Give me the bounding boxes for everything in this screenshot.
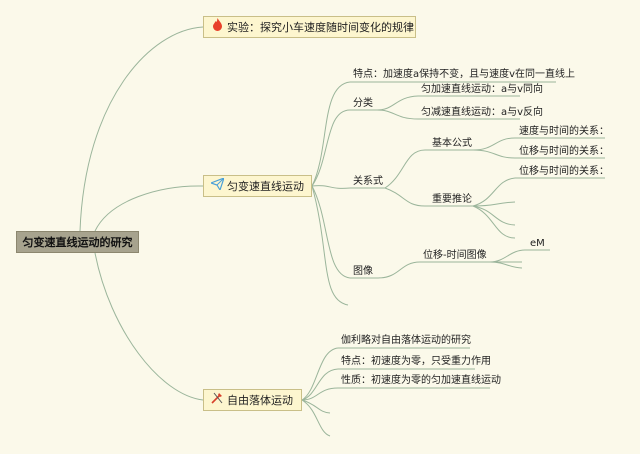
branch-uniform[interactable]: 匀变速直线运动 [203, 175, 312, 197]
important-conclusion-node[interactable]: 重要推论 [432, 194, 472, 205]
classify-decel[interactable]: 匀减速直线运动：a与v反向 [421, 107, 544, 118]
branch-experiment[interactable]: 实验：探究小车速度随时间变化的规律 [203, 16, 416, 38]
link-uniform-classify [311, 109, 351, 187]
tools-icon [210, 390, 224, 412]
branch-experiment-label: 实验：探究小车速度随时间变化的规律 [227, 21, 414, 34]
branch-freefall-label: 自由落体运动 [227, 394, 293, 407]
branch-uniform-label: 匀变速直线运动 [227, 180, 304, 193]
link-uniform-relations [311, 185, 351, 189]
relations-node[interactable]: 关系式 [353, 176, 383, 187]
freefall-nature[interactable]: 性质：初速度为零的匀加速直线运动 [341, 375, 501, 386]
link-uniform-images [311, 185, 351, 279]
uniform-feature[interactable]: 特点：加速度a保持不变，且与速度v在同一直线上 [353, 69, 576, 80]
xt-graph-leaf[interactable]: eM [530, 238, 545, 249]
link-uniform-extra [311, 185, 349, 306]
images-node[interactable]: 图像 [353, 266, 373, 277]
displacement-time-relation[interactable]: 位移与时间的关系： [519, 146, 609, 157]
link-root-experiment [79, 26, 204, 232]
root-node[interactable]: 匀变速直线运动的研究 [16, 231, 139, 253]
paper-plane-icon [208, 176, 225, 198]
flame-icon [210, 17, 224, 39]
velocity-time-relation[interactable]: 速度与时间的关系： [519, 126, 609, 137]
conclusion-displacement-time[interactable]: 位移与时间的关系： [519, 166, 609, 177]
classify-accel[interactable]: 匀加速直线运动：a与v同向 [421, 84, 544, 95]
branch-freefall[interactable]: 自由落体运动 [203, 389, 302, 411]
classify-node[interactable]: 分类 [353, 98, 373, 109]
link-root-freefall [94, 252, 204, 401]
xt-graph-node[interactable]: 位移-时间图像 [423, 250, 487, 261]
link-root-uniform [94, 185, 204, 232]
freefall-feature[interactable]: 特点：初速度为零，只受重力作用 [341, 356, 491, 367]
basic-formula-node[interactable]: 基本公式 [432, 138, 472, 149]
freefall-galileo[interactable]: 伽利略对自由落体运动的研究 [341, 335, 471, 346]
link-uniform-feature [311, 81, 351, 187]
